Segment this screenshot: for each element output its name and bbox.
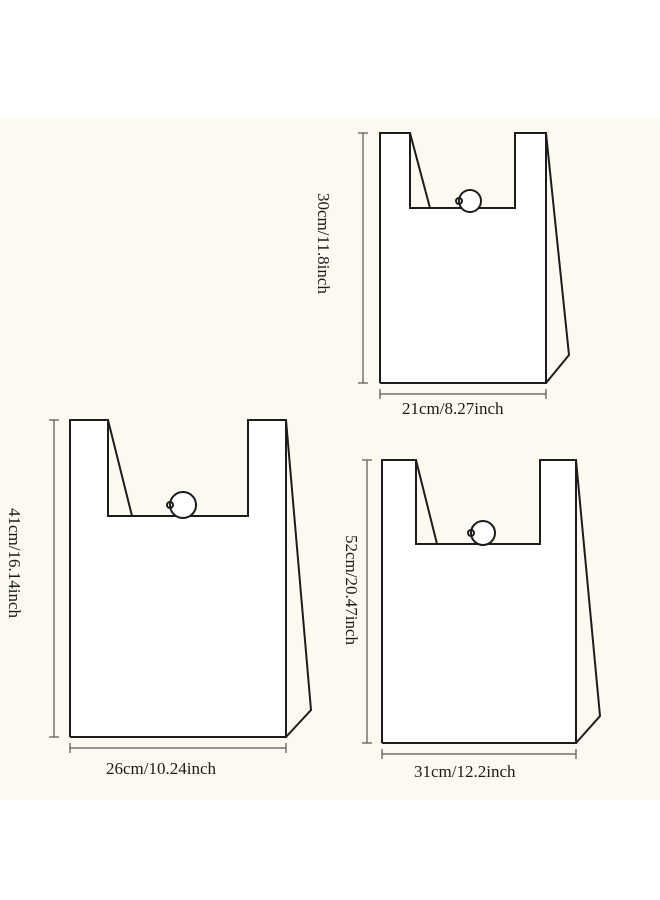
small-bag-right-gusset [545, 132, 571, 384]
large-bag-width-label: 31cm/12.2inch [414, 762, 516, 781]
medium-bag-hanger-pin [166, 501, 174, 509]
large-width-dimension [381, 749, 577, 759]
small-bag-hanger-hole [458, 189, 482, 213]
medium-bag-hanger-hole [169, 491, 197, 519]
small-bag-hanger-pin [455, 197, 463, 205]
medium-height-dimension [49, 419, 59, 738]
small-width-dimension [379, 389, 547, 399]
large-bag-hanger-pin [467, 529, 475, 537]
dimension-lines [49, 132, 577, 759]
large-bag-outline [381, 459, 577, 744]
small-bag [379, 132, 571, 384]
medium-width-dimension [69, 743, 287, 753]
medium-bag-height-label: 41cm/16.14inch [5, 508, 24, 619]
large-bag [381, 459, 602, 744]
large-bag-left-fold [415, 459, 438, 545]
medium-bag [69, 419, 313, 738]
large-height-dimension [362, 459, 372, 744]
medium-bag-left-fold [107, 419, 133, 517]
small-bag-width-label: 21cm/8.27inch [402, 399, 504, 418]
small-bag-outline [379, 132, 547, 384]
large-bag-hanger-hole [470, 520, 496, 546]
small-bag-left-fold [409, 132, 431, 209]
small-bag-height-label: 30cm/11.8inch [314, 193, 333, 294]
medium-bag-outline [69, 419, 287, 738]
medium-bag-right-gusset [285, 419, 313, 738]
large-bag-height-label: 52cm/20.47inch [342, 535, 361, 646]
large-bag-right-gusset [575, 459, 602, 744]
small-height-dimension [358, 132, 368, 384]
medium-bag-width-label: 26cm/10.24inch [106, 759, 217, 778]
